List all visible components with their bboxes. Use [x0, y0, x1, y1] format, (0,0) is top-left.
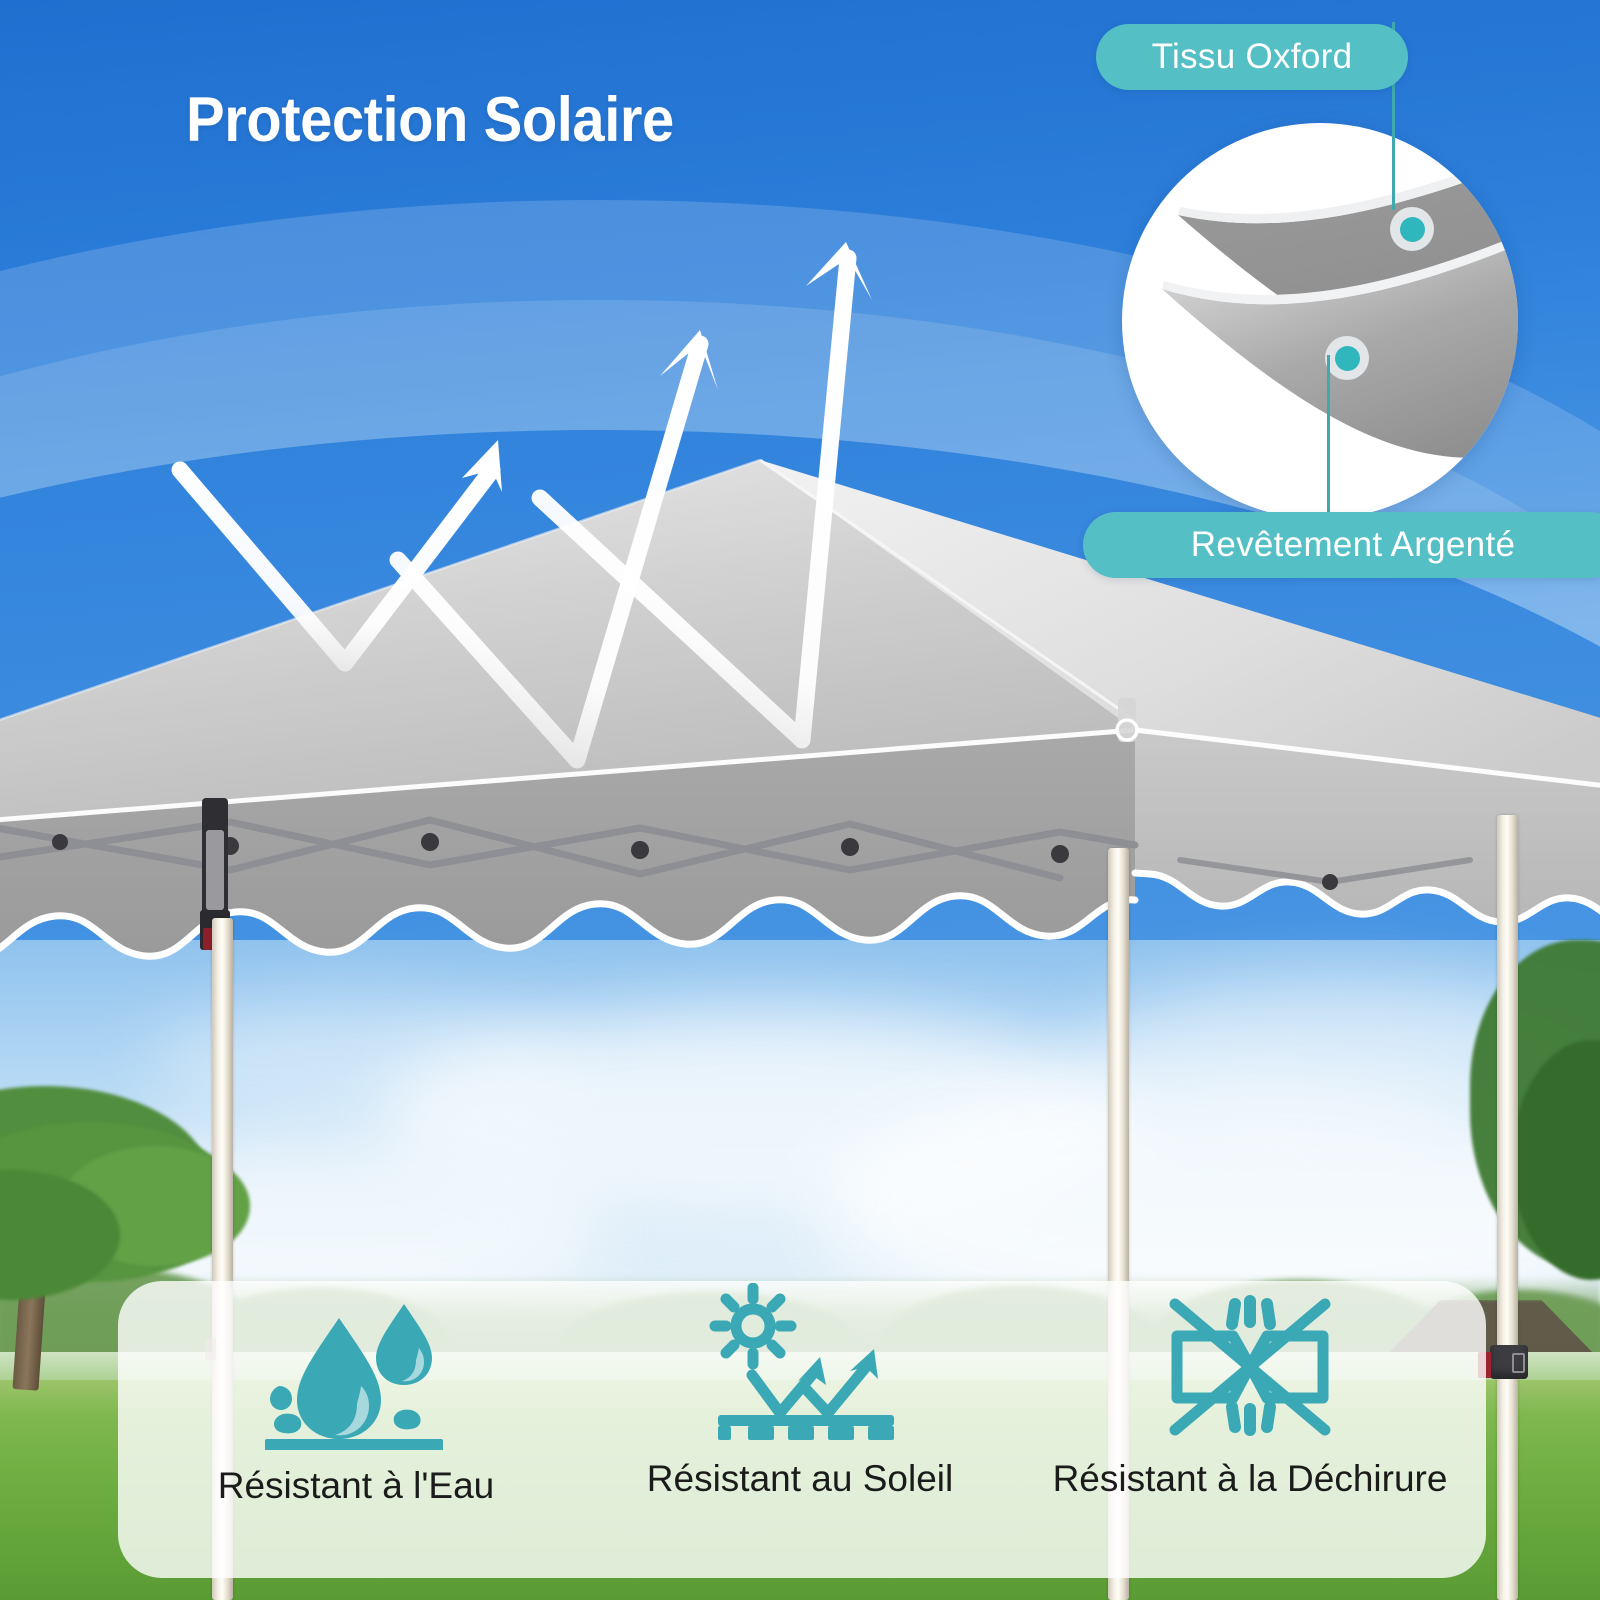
- feature-item-sun: Résistant au Soleil: [590, 1283, 1010, 1500]
- fabric-layer-inset: [1122, 123, 1518, 519]
- feature-item-water: Résistant à l'Eau: [146, 1300, 566, 1507]
- fabric-layers-diagram: [1162, 153, 1518, 458]
- water-drop-icon: [146, 1300, 566, 1450]
- callout-badge-fabric-label: Tissu Oxford: [1151, 37, 1353, 76]
- page-title: Protection Solaire: [186, 85, 674, 155]
- canopy-illustration: [0, 458, 1600, 960]
- callout-badge-coating[interactable]: Revêtement Argenté: [1083, 512, 1600, 578]
- feature-item-sun-label: Résistant au Soleil: [646, 1458, 954, 1499]
- callout-badge-fabric[interactable]: Tissu Oxford: [1096, 24, 1408, 90]
- callout-leader-line-fabric: [1392, 22, 1395, 210]
- layer-marker-coating: [1325, 336, 1369, 380]
- feature-item-water-label: Résistant à l'Eau: [217, 1465, 495, 1506]
- callout-badge-coating-label: Revêtement Argenté: [1190, 525, 1516, 564]
- leg-height-clamp: [1490, 1345, 1528, 1379]
- layer-marker-fabric: [1390, 207, 1434, 251]
- feature-item-tear-label: Résistant à la Déchirure: [1052, 1458, 1448, 1499]
- callout-leader-line-coating: [1327, 355, 1330, 545]
- feature-item-tear: Résistant à la Déchirure: [1040, 1293, 1460, 1500]
- uv-reflection-arrows: [171, 249, 857, 769]
- canopy-leg-right: [1497, 815, 1518, 1600]
- sun-reflection-icon: [590, 1283, 1010, 1443]
- tear-resistant-icon: [1040, 1293, 1460, 1443]
